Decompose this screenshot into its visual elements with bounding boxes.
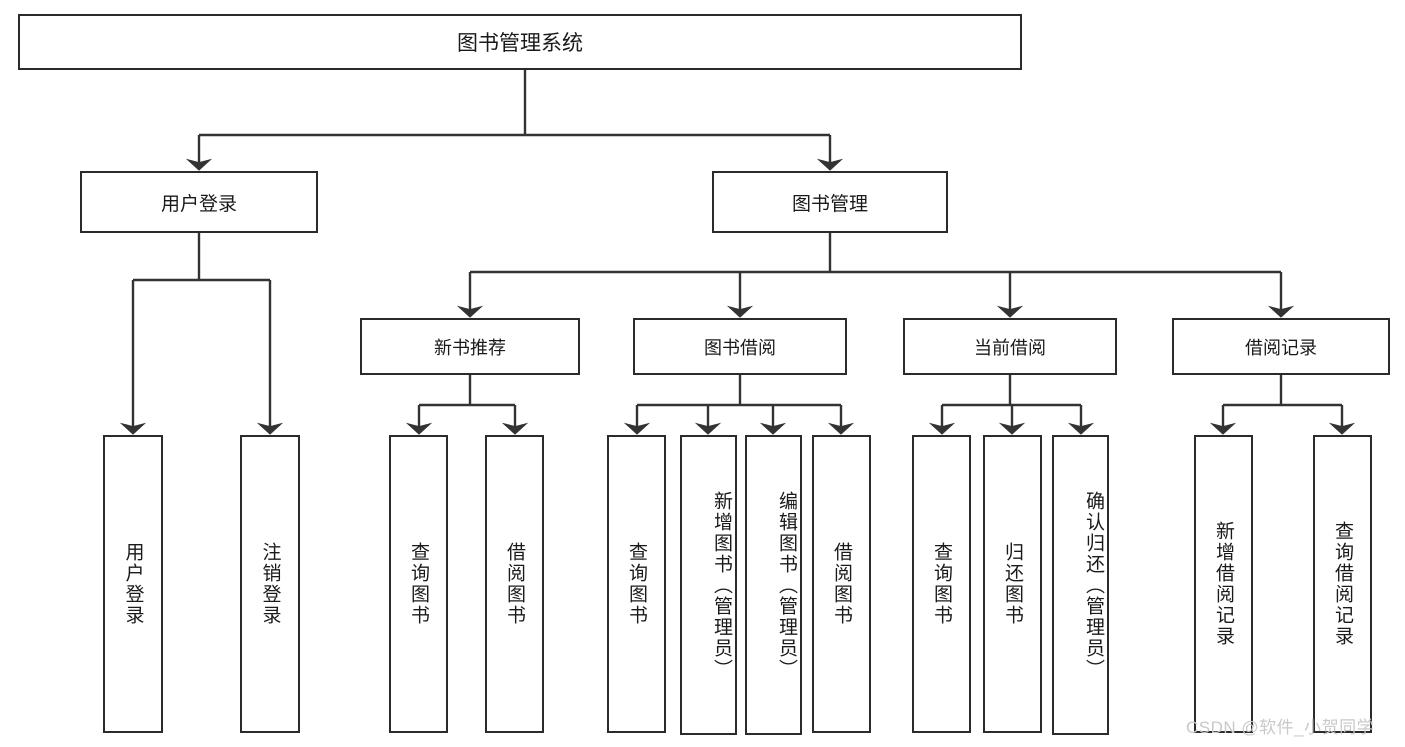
node-label: 用户登录: [160, 193, 237, 215]
node-leaf-confirm-return[interactable]: 确认归还（管理员）: [1052, 435, 1109, 735]
node-current-borrow[interactable]: 当前借阅: [903, 318, 1117, 375]
node-leaf-add-record[interactable]: 新增借阅记录: [1194, 435, 1253, 733]
node-label: 借阅图书: [831, 542, 852, 626]
node-leaf-borrow-book-2[interactable]: 借阅图书: [812, 435, 871, 733]
node-label: 图书借阅: [704, 337, 776, 358]
node-leaf-add-book[interactable]: 新增图书（管理员）: [680, 435, 737, 735]
node-label: 当前借阅: [974, 337, 1046, 358]
node-book-borrow[interactable]: 图书借阅: [633, 318, 847, 375]
node-leaf-return-book[interactable]: 归还图书: [983, 435, 1042, 733]
node-root-system[interactable]: 图书管理系统: [18, 14, 1022, 70]
node-leaf-edit-book[interactable]: 编辑图书（管理员）: [745, 435, 802, 735]
node-label: 确认归还（管理员）: [1083, 490, 1104, 680]
node-label: 借阅记录: [1245, 337, 1317, 358]
node-label: 编辑图书（管理员）: [776, 490, 797, 680]
node-new-book-recommend[interactable]: 新书推荐: [360, 318, 580, 375]
node-leaf-query-book-1[interactable]: 查询图书: [389, 435, 448, 733]
node-label: 查询借阅记录: [1332, 521, 1353, 647]
node-label: 注销登录: [259, 542, 281, 626]
node-label: 新增借阅记录: [1213, 521, 1234, 647]
node-leaf-query-record[interactable]: 查询借阅记录: [1313, 435, 1372, 733]
node-leaf-query-book-2[interactable]: 查询图书: [607, 435, 666, 733]
node-label: 用户登录: [122, 542, 144, 626]
node-label: 查询图书: [408, 542, 429, 626]
node-label: 图书管理: [791, 193, 868, 215]
node-label: 归还图书: [1002, 542, 1023, 626]
node-label: 借阅图书: [504, 542, 525, 626]
node-label: 查询图书: [626, 542, 647, 626]
node-label: 新书推荐: [434, 337, 506, 358]
node-user-login[interactable]: 用户登录: [80, 171, 318, 233]
node-book-manage[interactable]: 图书管理: [712, 171, 948, 233]
node-label: 新增图书（管理员）: [711, 490, 732, 680]
node-label: 查询图书: [931, 542, 952, 626]
node-leaf-user-login[interactable]: 用户登录: [103, 435, 163, 733]
node-leaf-borrow-book-1[interactable]: 借阅图书: [485, 435, 544, 733]
node-leaf-query-book-3[interactable]: 查询图书: [912, 435, 971, 733]
node-leaf-user-logout[interactable]: 注销登录: [240, 435, 300, 733]
node-borrow-record[interactable]: 借阅记录: [1172, 318, 1390, 375]
